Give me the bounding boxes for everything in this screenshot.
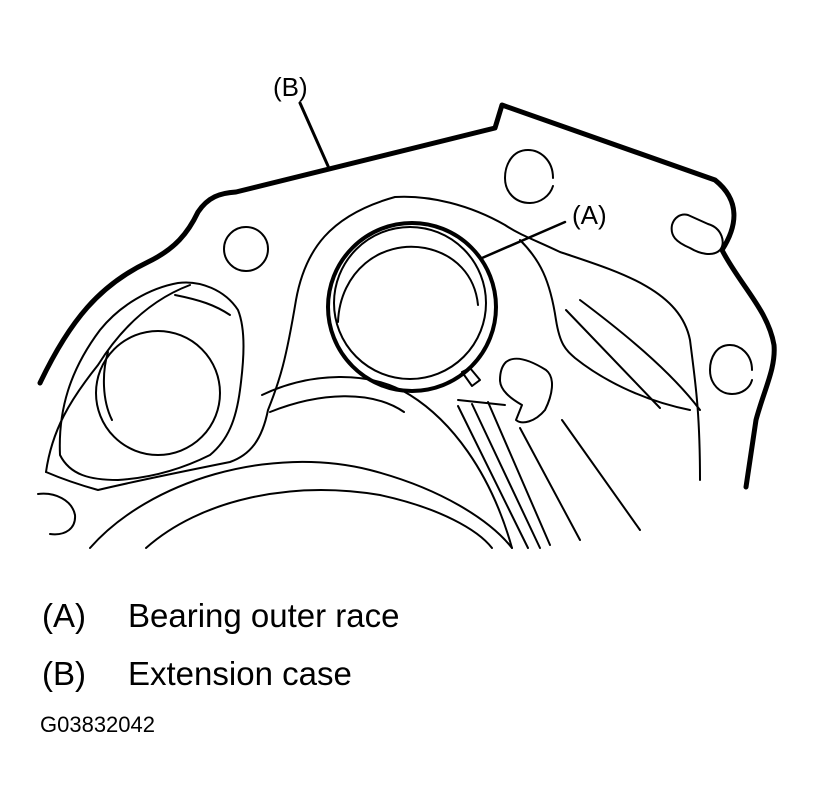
lower-bore-arc-inner	[145, 489, 493, 549]
inner-contour-right	[519, 239, 691, 411]
inner-contour-boss	[45, 195, 701, 491]
callout-label-b: (B)	[273, 72, 308, 102]
left-boss-step	[174, 294, 231, 316]
legend-key: (A)	[42, 597, 86, 634]
bolt-hole-upper-right	[504, 149, 554, 204]
left-bore	[95, 330, 221, 456]
legend-key: (B)	[42, 655, 86, 692]
figure-code: G03832042	[40, 712, 155, 737]
legend-text: Bearing outer race	[128, 597, 400, 634]
case-outer-outline	[37, 102, 777, 490]
retainer-tab	[461, 367, 481, 387]
callout-b-leader	[298, 101, 330, 168]
lower-bore-arc-top-2	[269, 395, 405, 413]
bolt-hole-lower-left	[37, 492, 77, 536]
bearing-race-inner-arc	[337, 245, 479, 323]
inner-step	[565, 299, 701, 411]
lower-bore-arc-top	[261, 376, 513, 549]
bearing-race-inner-ring	[333, 226, 487, 380]
callout-label-a: (A)	[572, 200, 607, 230]
legend-text: Extension case	[128, 655, 352, 692]
oil-passage	[499, 357, 553, 424]
left-boss-outline	[58, 281, 245, 481]
inner-contour-left	[45, 284, 191, 473]
passage-line-1	[457, 399, 506, 406]
slotted-hole	[670, 213, 724, 256]
bearing-race-outer-ring	[326, 221, 498, 393]
passage-lines	[457, 401, 641, 549]
bolt-hole-upper-left	[223, 226, 269, 272]
left-bore-inner-arc	[102, 351, 113, 421]
bolt-hole-right	[709, 344, 753, 395]
extension-case-drawing	[37, 101, 777, 549]
lower-bore-arc-outer	[89, 460, 513, 549]
callout-a-leader	[480, 220, 567, 260]
